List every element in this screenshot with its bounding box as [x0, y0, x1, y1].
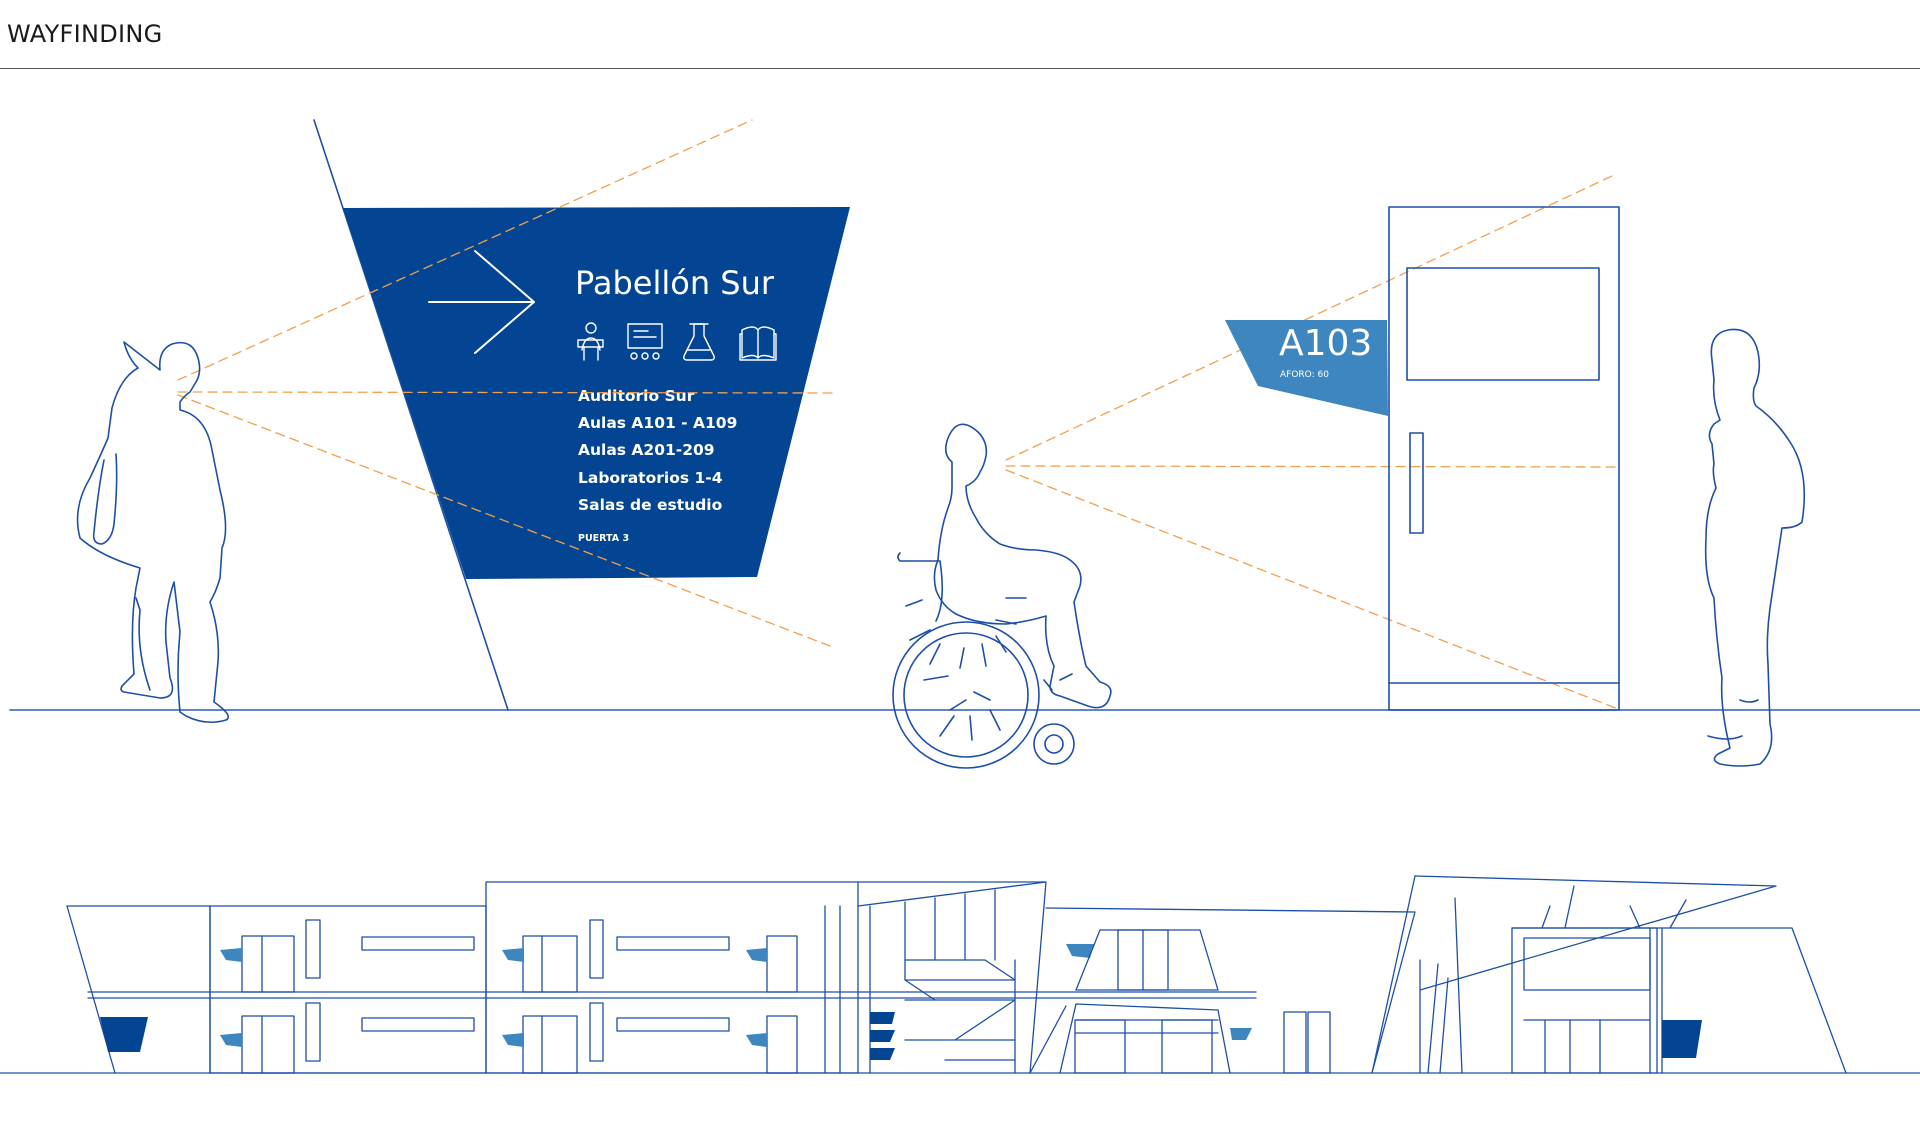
- door-handle: [1409, 432, 1424, 534]
- destination-laboratorios: Laboratorios 1-4: [578, 469, 723, 487]
- sign-pole: [313, 119, 509, 711]
- gate-label: PUERTA 3: [578, 533, 629, 544]
- sightlines-standing: [177, 119, 837, 647]
- door-window: [1406, 267, 1600, 381]
- sightlines-wheelchair: [1005, 174, 1621, 710]
- classroom-icon: [627, 323, 663, 360]
- wheelchair-user: [892, 423, 1112, 769]
- page-title: WAYFINDING: [7, 20, 163, 48]
- standing-person-right: [1704, 328, 1806, 767]
- lecture-icon: [577, 322, 604, 361]
- door-frame: [1388, 206, 1620, 711]
- wheel-small: [1033, 723, 1075, 765]
- lab-flask-icon: [683, 323, 715, 361]
- destination-aulas-a101: Aulas A101 - A109: [578, 414, 737, 432]
- book-icon: [739, 326, 777, 361]
- destination-auditorio: Auditorio Sur: [578, 387, 695, 405]
- wheel-large: [892, 621, 1040, 769]
- room-code: A103: [1279, 323, 1372, 364]
- header-divider: [0, 68, 1920, 69]
- standing-person-left: [76, 341, 230, 724]
- room-sign-panel: [1225, 320, 1388, 416]
- arrow-right-icon: [428, 250, 535, 354]
- sign-title: Pabellón Sur: [575, 264, 775, 302]
- room-sign: A103 AFORO: 60: [1225, 320, 1388, 416]
- directional-sign-panel: [343, 207, 850, 579]
- room-capacity: AFORO: 60: [1280, 370, 1329, 380]
- directional-sign: Pabellón Sur Auditorio Sur: [343, 207, 850, 579]
- destination-aulas-a201: Aulas A201-209: [578, 441, 715, 459]
- destination-salas: Salas de estudio: [578, 496, 722, 514]
- door: [1388, 206, 1620, 711]
- building-elevation: [0, 875, 1920, 1074]
